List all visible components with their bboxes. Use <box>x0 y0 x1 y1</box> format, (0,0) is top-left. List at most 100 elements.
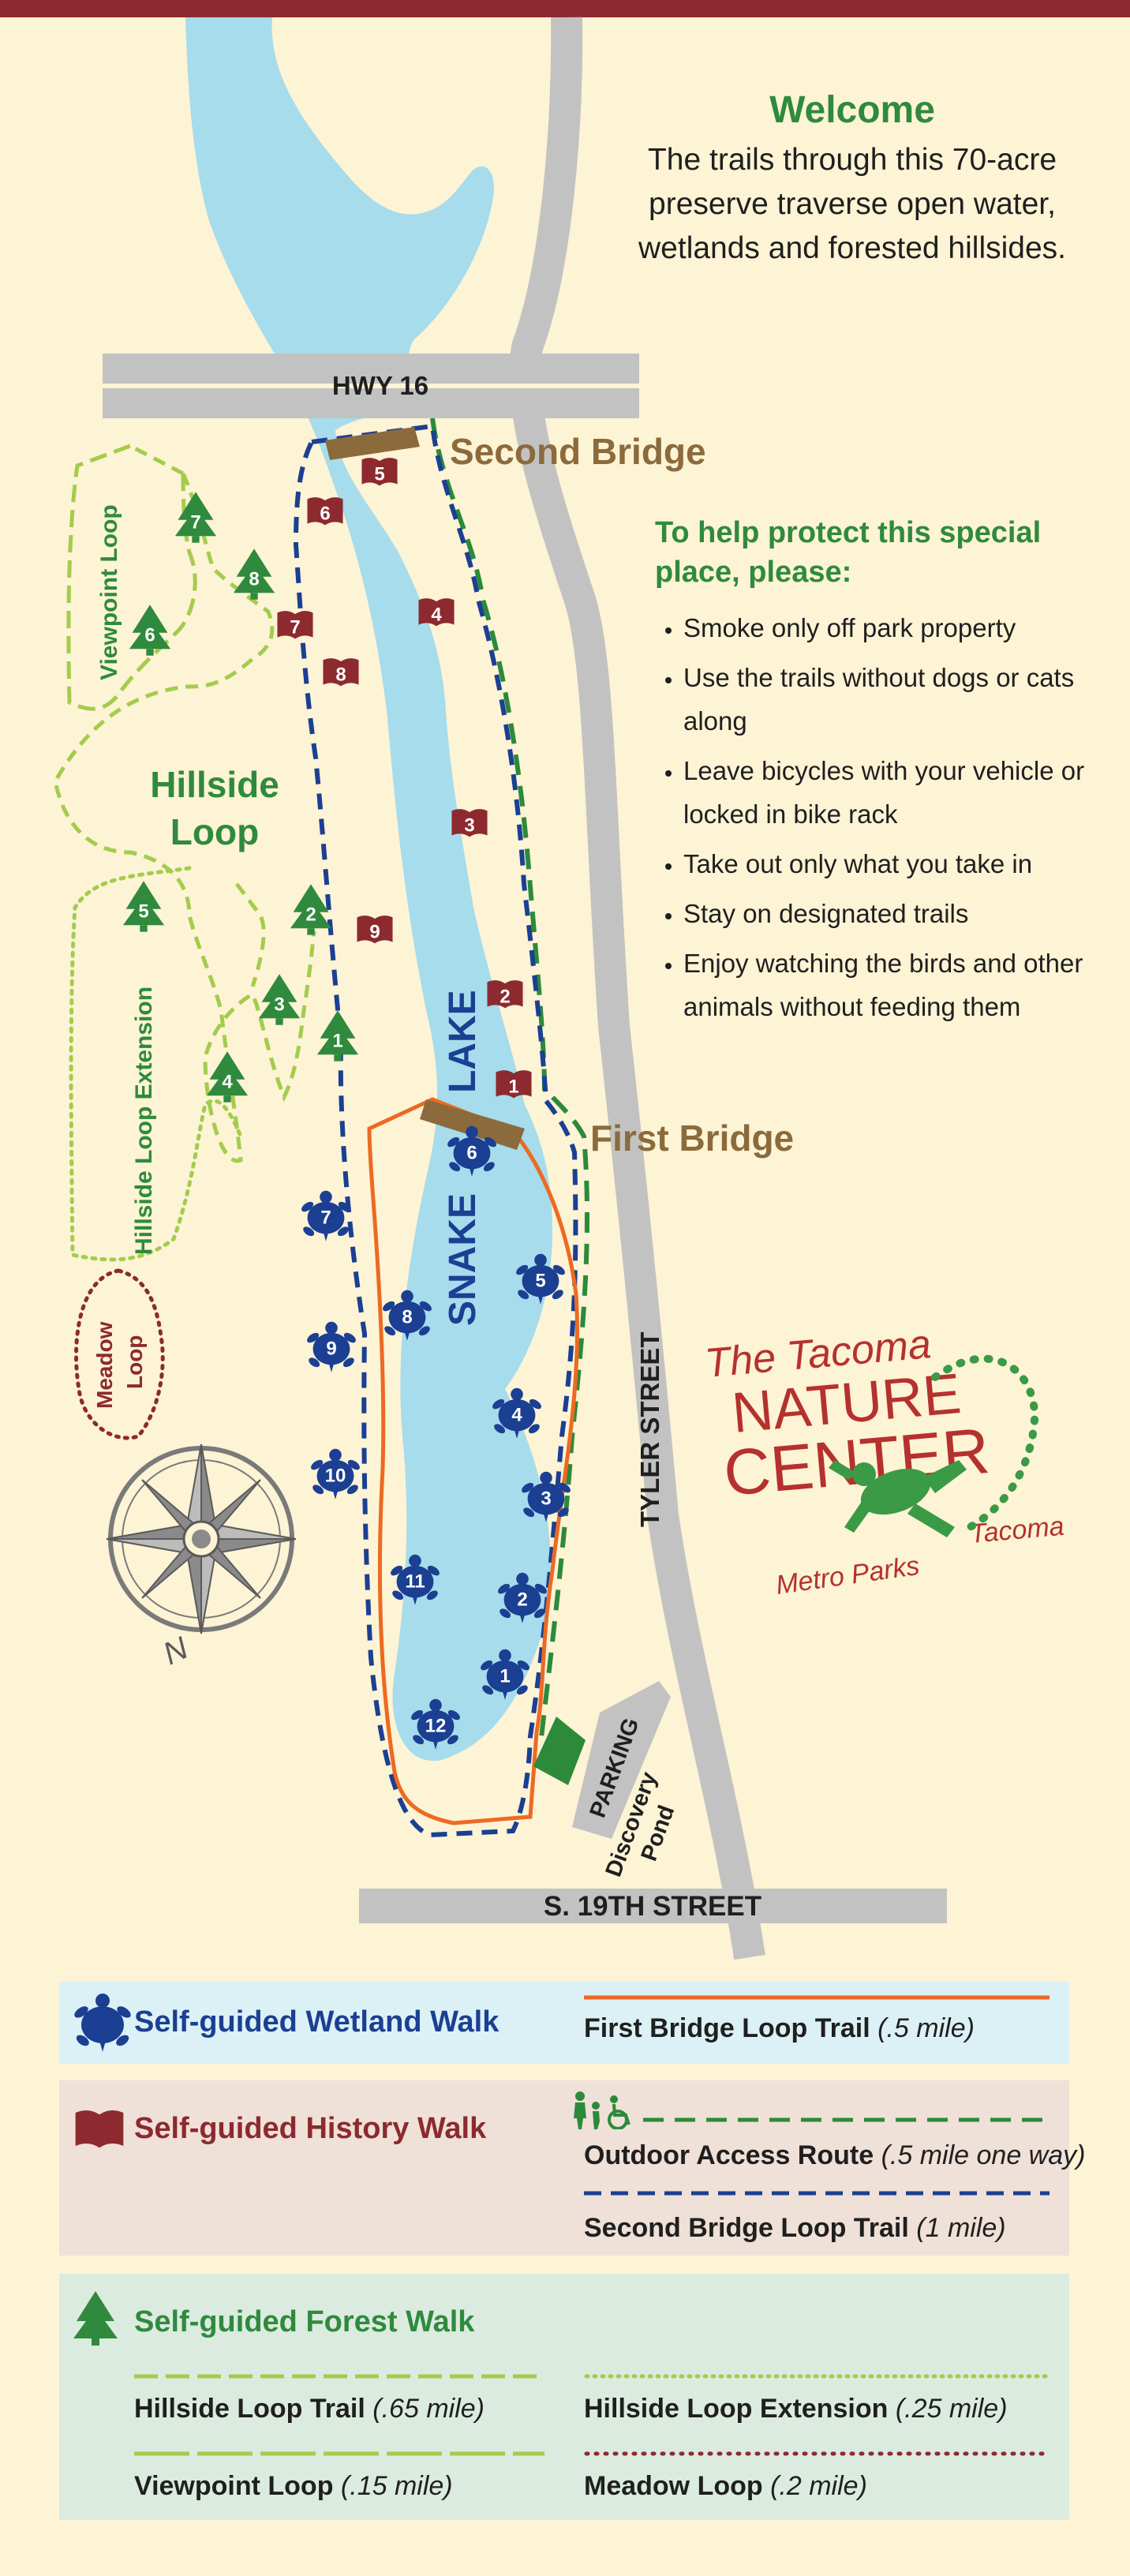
s19th-street-label: S. 19TH STREET <box>544 1891 761 1922</box>
hillside-loop-label-1: Hillside <box>150 764 279 805</box>
forest-marker-3: 3 <box>258 974 301 1025</box>
rules-list: Smoke only off park property Use the tra… <box>655 606 1097 1028</box>
legend-viewpoint-loop: Viewpoint Loop (.15 mile) <box>134 2471 453 2502</box>
legend-meadow-loop-name: Meadow Loop <box>584 2471 763 2501</box>
history-marker-9: 9 <box>357 915 393 944</box>
welcome-block: Welcome The trails through this 70-acre … <box>600 88 1105 271</box>
wetland-marker-number: 4 <box>511 1405 522 1426</box>
first-bridge-loop-swatch <box>584 1995 1050 2000</box>
forest-marker-number: 7 <box>190 512 200 534</box>
history-marker-1: 1 <box>496 1070 532 1099</box>
first-bridge-loop-trail <box>367 1097 579 1825</box>
wetland-marker-number: 11 <box>405 1571 425 1593</box>
wetland-marker-12: 12 <box>409 1698 462 1750</box>
wetland-marker-number: 8 <box>402 1307 412 1328</box>
second-bridge <box>325 427 420 460</box>
legend-first-bridge-loop-name: First Bridge Loop Trail <box>584 2013 870 2043</box>
wetland-marker-number: 5 <box>535 1271 545 1292</box>
forest-marker-5: 5 <box>122 881 165 932</box>
tacoma-nature-center-logo: The Tacoma NATURE CENTER Metro Parks Tac… <box>703 1321 1065 1601</box>
history-marker-3: 3 <box>451 809 488 837</box>
legend-forest-panel: Self-guided Forest Walk Hillside Loop Tr… <box>59 2274 1069 2520</box>
wetland-marker-number: 12 <box>425 1716 447 1737</box>
wetland-marker-number: 9 <box>326 1339 336 1360</box>
wetland-marker-11: 11 <box>388 1554 442 1605</box>
hwy16-label: HWY 16 <box>332 371 428 400</box>
logo-tagline-left: Metro Parks <box>774 1551 922 1601</box>
history-marker-number: 2 <box>500 987 510 1008</box>
legend-outdoor-access: Outdoor Access Route (.5 mile one way) <box>584 2140 1085 2171</box>
hillside-extension-label: Hillside Loop Extension <box>131 987 157 1255</box>
hwy16-median <box>103 384 639 388</box>
legend-outdoor-access-name: Outdoor Access Route <box>584 2140 874 2170</box>
history-marker-number: 7 <box>290 617 300 638</box>
rule-item: Use the trails without dogs or cats alon… <box>683 656 1097 743</box>
history-marker-number: 5 <box>374 464 384 485</box>
legend-outdoor-access-length: (.5 mile one way) <box>881 2140 1086 2170</box>
history-marker-7: 7 <box>277 611 313 639</box>
welcome-title: Welcome <box>769 89 935 131</box>
hillside-loop-label-2: Loop <box>170 811 259 852</box>
legend-wetland-panel: Self-guided Wetland Walk First Bridge Lo… <box>59 1982 1069 2064</box>
legend-first-bridge-loop: First Bridge Loop Trail (.5 mile) <box>584 2013 975 2044</box>
compass-north-label: N <box>158 1631 193 1672</box>
forest-marker-number: 4 <box>222 1072 233 1093</box>
legend-hillside-extension-name: Hillside Loop Extension <box>584 2394 889 2424</box>
accessible-entrance-arrow <box>533 1717 586 1785</box>
book-icon <box>72 2107 127 2151</box>
forest-marker-8: 8 <box>233 549 275 600</box>
legend-hillside-loop-name: Hillside Loop Trail <box>134 2394 365 2424</box>
welcome-body: The trails through this 70-acre preserve… <box>638 143 1066 265</box>
forest-marker-number: 3 <box>274 994 284 1016</box>
history-marker-number: 4 <box>431 605 442 626</box>
forest-marker-1: 1 <box>316 1010 359 1061</box>
wetland-marker-number: 2 <box>517 1589 527 1611</box>
wetland-marker-2: 2 <box>496 1572 549 1623</box>
viewpoint-loop-swatch <box>134 2451 544 2456</box>
history-marker-number: 9 <box>369 922 380 943</box>
wetland-marker-number: 6 <box>466 1143 477 1164</box>
legend-forest-title: Self-guided Forest Walk <box>134 2305 475 2338</box>
tyler-street-label: TYLER STREET <box>635 1331 664 1527</box>
history-marker-number: 1 <box>508 1076 518 1098</box>
forest-marker-number: 2 <box>305 904 316 926</box>
legend-first-bridge-loop-length: (.5 mile) <box>877 2013 975 2043</box>
legend-meadow-loop: Meadow Loop (.2 mile) <box>584 2471 867 2502</box>
history-marker-2: 2 <box>487 980 523 1009</box>
compass-rose-icon: N <box>106 1443 297 1672</box>
wetland-marker-8: 8 <box>380 1290 434 1341</box>
outdoor-access-swatch <box>643 2117 1050 2122</box>
parking-lot <box>572 1681 671 1839</box>
accessible-pedestrian-icon <box>574 2091 630 2129</box>
legend-viewpoint-loop-length: (.15 mile) <box>340 2471 453 2501</box>
legend-hillside-extension-length: (.25 mile) <box>895 2394 1008 2424</box>
trail-map: HWY 16 Second Bridge First Bridge SNAKE … <box>53 17 1065 1960</box>
rules-heading: To help protect this special place, plea… <box>655 516 1042 589</box>
wetland-marker-number: 1 <box>500 1666 510 1687</box>
history-marker-number: 8 <box>335 665 346 686</box>
wetland-marker-3: 3 <box>519 1471 573 1522</box>
hillside-loop-trail <box>53 444 316 1163</box>
wetland-marker-6: 6 <box>445 1125 499 1177</box>
legend-hillside-extension: Hillside Loop Extension (.25 mile) <box>584 2394 1008 2424</box>
meadow-loop-label-1: Meadow <box>92 1321 117 1409</box>
history-marker-number: 6 <box>320 504 330 525</box>
meadow-loop-label-2: Loop <box>122 1335 147 1389</box>
wetland-marker-number: 3 <box>541 1488 551 1510</box>
hillside-loop-swatch <box>134 2374 544 2379</box>
tyler-street-road <box>509 17 765 1960</box>
wetland-marker-5: 5 <box>514 1253 567 1305</box>
forest-marker-4: 4 <box>206 1051 249 1103</box>
legend-wetland-title: Self-guided Wetland Walk <box>134 2005 500 2039</box>
history-marker-5: 5 <box>361 458 398 486</box>
legend-second-bridge-loop-name: Second Bridge Loop Trail <box>584 2213 909 2243</box>
legend-meadow-loop-length: (.2 mile) <box>770 2471 867 2501</box>
legend-history-panel: Self-guided History Walk Outdoor Access … <box>59 2080 1085 2256</box>
wetland-marker-10: 10 <box>309 1448 362 1500</box>
first-bridge-label: First Bridge <box>590 1118 794 1159</box>
meadow-loop-trail <box>74 1268 165 1440</box>
forest-marker-2: 2 <box>290 884 332 935</box>
forest-marker-number: 5 <box>138 901 148 923</box>
